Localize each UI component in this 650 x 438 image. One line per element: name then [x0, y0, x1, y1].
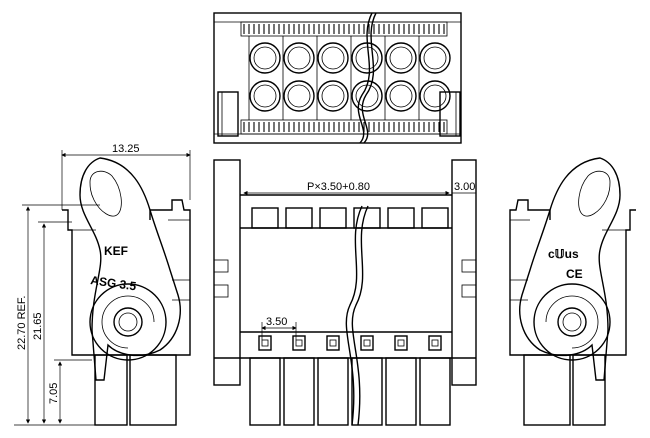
body-height-dimension-label: 21.65: [32, 312, 44, 340]
screw-hole-inner: [287, 46, 311, 70]
screw-hole: [385, 42, 417, 74]
screw-holes: [248, 36, 451, 120]
front-view: P×3.50+0.80 3.00 3.50: [213, 159, 477, 426]
screw-hole-inner: [355, 46, 379, 70]
screw-hole-inner: [287, 84, 311, 108]
front-contact-inner: [397, 339, 405, 347]
front-leg: [317, 357, 349, 426]
height-ref-dimension-label: 22.70 REF.: [16, 296, 28, 350]
left-marking-series: ASG 3.5: [90, 273, 138, 293]
front-contact: [394, 335, 408, 351]
front-contact: [326, 335, 340, 351]
screw-hole: [317, 42, 349, 74]
front-tooth: [421, 207, 449, 229]
screw-hole-inner: [423, 84, 447, 108]
screw-hole: [419, 80, 451, 112]
front-contacts: [258, 335, 442, 351]
pin-pitch-dimension-label: 3.50: [266, 316, 287, 328]
front-leg: [419, 357, 451, 426]
front-tooth: [251, 207, 279, 229]
right-marking-certification: c𝕌us: [548, 247, 579, 261]
screw-hole-inner: [321, 84, 345, 108]
screw-hole-inner: [389, 84, 413, 108]
front-tooth: [319, 207, 347, 229]
front-legs: [249, 357, 451, 426]
screw-hole-inner: [321, 46, 345, 70]
front-teeth: [251, 207, 449, 229]
screw-hole: [249, 42, 281, 74]
left-side-view: KEF ASG 3.5 13.25 22.70 REF. 21.65 7.05: [14, 143, 191, 426]
screw-hole: [249, 80, 281, 112]
screw-hole: [385, 80, 417, 112]
front-contact: [292, 335, 306, 351]
left-marking-brand: KEF: [104, 244, 128, 258]
front-contact: [360, 335, 374, 351]
front-contact-inner: [431, 339, 439, 347]
front-contact-inner: [329, 339, 337, 347]
front-tooth: [387, 207, 415, 229]
front-leg: [283, 357, 315, 426]
screw-hole: [317, 80, 349, 112]
top-view: [213, 12, 462, 144]
front-contact-inner: [295, 339, 303, 347]
screw-hole: [351, 80, 383, 112]
screw-hole: [283, 42, 315, 74]
width-dimension-label: 13.25: [112, 143, 140, 155]
screw-hole-inner: [253, 84, 277, 108]
front-contact-inner: [363, 339, 371, 347]
screw-hole-inner: [423, 46, 447, 70]
front-leg: [351, 357, 383, 426]
screw-hole: [419, 42, 451, 74]
screw-hole: [351, 42, 383, 74]
front-contact: [428, 335, 442, 351]
break-line: [357, 12, 373, 144]
top-ribs: [243, 24, 445, 132]
front-contact-inner: [261, 339, 269, 347]
front-leg: [385, 357, 417, 426]
pitch-dimension-label: P×3.50+0.80: [307, 181, 370, 193]
screw-hole-inner: [389, 46, 413, 70]
front-contact: [258, 335, 272, 351]
front-break-line: [345, 205, 363, 426]
front-tooth: [285, 207, 313, 229]
lower-height-dimension-label: 7.05: [48, 383, 60, 404]
screw-hole-inner: [253, 46, 277, 70]
front-leg: [249, 357, 281, 426]
end-offset-dimension-label: 3.00: [454, 181, 475, 193]
screw-hole: [283, 80, 315, 112]
right-marking-ce: CE: [566, 267, 583, 281]
right-side-view: c𝕌us CE: [509, 157, 636, 426]
